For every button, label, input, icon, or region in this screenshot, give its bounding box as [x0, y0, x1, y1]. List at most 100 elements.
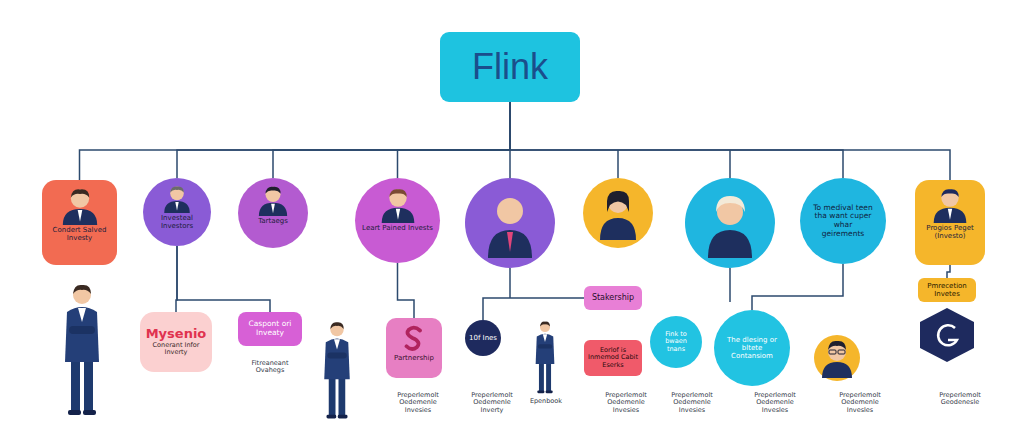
node-label: Caspont ori Inveaty: [241, 320, 299, 337]
standing-woman: [324, 322, 350, 418]
node-label: Progios Peget (Investo): [919, 224, 981, 240]
tag-box: Pmrecetion Invetes: [918, 278, 976, 302]
avatar-circle: [685, 178, 775, 268]
caption-label: Preperlemolt Oedemenle Invesies: [596, 392, 656, 414]
investor-card: Condert Salved Investy: [42, 180, 117, 265]
node-label: Stakership: [592, 293, 634, 302]
investor-circle: Investeal Investors: [143, 178, 211, 246]
note-circle: To medival teen tha want cuper whar geir…: [800, 178, 886, 264]
caption-label: Preperlemolt Oedemenle Invesles: [745, 392, 805, 414]
org-connector: [510, 102, 950, 180]
glasses: [829, 350, 836, 354]
badge-glyph: [938, 325, 957, 345]
note-box: Eorlof is Inmemod Cabit Eserks: [584, 340, 642, 376]
org-connector: [752, 264, 843, 310]
node-label: Flink: [472, 46, 548, 87]
node-label: Leart Pained Invests: [362, 224, 433, 232]
branch-line: [509, 268, 511, 298]
org-connector: [177, 246, 270, 312]
avatar-body: [488, 230, 532, 258]
avatar-shirt: [271, 204, 275, 213]
caption-label: Preperlemolt Geodenesle: [930, 392, 990, 407]
avatar-body: [934, 208, 967, 223]
avatar-body: [381, 208, 414, 223]
glasses: [838, 350, 845, 354]
org-connector: [273, 102, 510, 178]
node-label: Pmrecetion Invetes: [920, 282, 974, 298]
node-label: The dlesing or bltete Contansiom: [726, 336, 778, 360]
caption-label: Preperlemolt Oedemenle Invesies: [388, 392, 448, 414]
avatar-hair: [828, 341, 846, 350]
avatar-icon: [376, 186, 420, 223]
avatar-body: [708, 230, 752, 258]
avatar-body: [164, 201, 190, 213]
note-circle: The dlesing or bltete Contansiom: [714, 310, 790, 386]
avatar-head: [497, 198, 523, 224]
avatar-hair: [389, 189, 406, 197]
avatar-hair: [716, 196, 745, 212]
node-label: Tartaegs: [258, 217, 288, 225]
s-curve: [407, 328, 421, 349]
standing-man: [65, 285, 99, 415]
org-connector: [398, 102, 511, 178]
avatar-hair: [265, 187, 280, 194]
investor-circle: Tartaegs: [238, 178, 308, 248]
partnership-icon: [399, 323, 429, 353]
node-label: Partnership: [394, 354, 434, 362]
avatar-head: [389, 189, 406, 206]
avatar-icon: [160, 184, 194, 213]
org-connector: [398, 263, 415, 318]
caption-label: Epenbook: [526, 398, 566, 405]
avatar-icon: [254, 184, 292, 216]
avatar-circle: [583, 178, 653, 248]
caption-label: Fitreaneant Ovahegs: [238, 360, 302, 375]
root-box: Flink: [440, 32, 580, 102]
node-label: Condert Salved Investy: [46, 226, 113, 242]
branch-line: [729, 268, 731, 302]
avatar-hair: [170, 187, 184, 193]
org-connector: [80, 102, 511, 180]
avatar-shirt: [948, 209, 952, 220]
count-circle: 10f Ines: [465, 320, 501, 356]
caption-label: Preperlemolt Oedemenle Invesies: [662, 392, 722, 414]
avatar-shirt: [175, 202, 178, 211]
avatar-body: [259, 203, 287, 216]
node-label: 10f Ines: [469, 334, 497, 342]
avatar-hair: [941, 189, 958, 197]
tag-box: Caspont ori Inveaty: [238, 312, 302, 346]
node-label: Fink to bwaen tnans: [659, 331, 693, 353]
avatar-body: [822, 362, 852, 378]
node-subtext: Conerant Infor Inverty: [144, 342, 208, 357]
avatar-circle: [814, 335, 860, 381]
avatar-tie: [507, 232, 513, 252]
badge-icon: [920, 308, 974, 362]
avatar-shirt: [77, 210, 82, 221]
node-label: Mysenio: [146, 327, 207, 342]
investor-card: Progios Peget (Investo): [915, 180, 985, 265]
avatar-hair: [70, 189, 88, 197]
note-circle: Fink to bwaen tnans: [650, 316, 702, 368]
avatar-icon: [928, 186, 972, 223]
investor-circle: Leart Pained Invests: [355, 178, 440, 263]
node-label: To medival teen tha want cuper whar geir…: [812, 204, 874, 239]
partnership-card: Partnership: [386, 318, 442, 378]
branch-line: [729, 150, 731, 178]
org-connector: [483, 298, 584, 320]
tag-box: Stakership: [584, 286, 642, 310]
org-connector: [947, 265, 950, 278]
avatar-head: [265, 187, 280, 202]
caption-label: Preperlemolt Oedemenle Inverty: [462, 392, 522, 414]
avatar-circle: [465, 178, 555, 268]
standing-man-small: [536, 322, 555, 394]
avatar-hair: [607, 191, 629, 212]
avatar-head: [70, 189, 88, 207]
org-connector: [510, 102, 843, 178]
info-card: MysenioConerant Infor Inverty: [140, 312, 212, 372]
static-wires: [510, 150, 730, 302]
branch-line: [509, 150, 511, 178]
avatar-head: [941, 189, 958, 206]
node-label: Eorlof is Inmemod Cabit Eserks: [587, 347, 639, 369]
node-label: Investeal Investors: [147, 214, 207, 230]
branch-line: [617, 150, 619, 178]
